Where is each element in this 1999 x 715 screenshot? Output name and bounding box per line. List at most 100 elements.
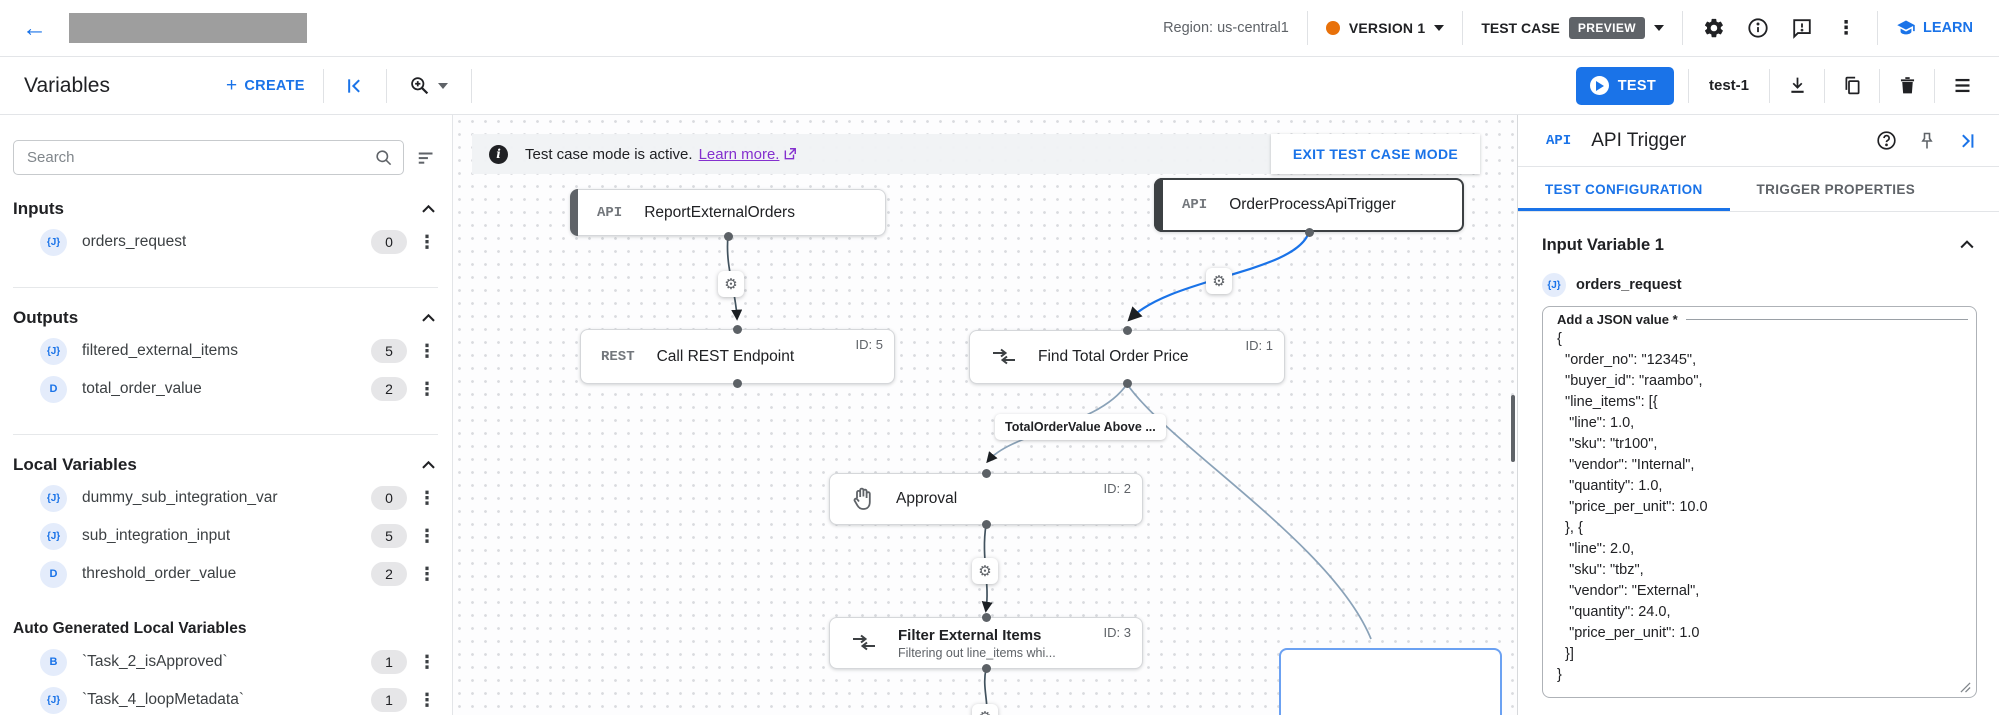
section-auto-generated: Auto Generated Local Variables B `Task_2… — [0, 615, 452, 715]
node-order-process-api-trigger[interactable]: API OrderProcessApiTrigger — [1154, 178, 1464, 232]
variable-row-dummy-sub-integration-var[interactable]: {J} dummy_sub_integration_var 0 ⋮ — [13, 479, 438, 517]
search-field[interactable] — [13, 140, 404, 175]
pin-icon[interactable] — [1917, 131, 1937, 151]
variable-name: `Task_4_loopMetadata` — [82, 691, 244, 708]
json-type-icon: {J} — [40, 228, 67, 256]
divider — [1687, 68, 1689, 103]
settings-gear-icon[interactable] — [1701, 15, 1727, 41]
kebab-menu-icon[interactable]: ⋮ — [418, 378, 436, 400]
learn-more-link[interactable]: Learn more. — [698, 145, 780, 163]
json-value-field[interactable]: Add a JSON value * { "order_no": "12345"… — [1542, 306, 1977, 698]
variable-row-sub-integration-input[interactable]: {J} sub_integration_input 5 ⋮ — [13, 517, 438, 555]
external-link-icon — [785, 148, 797, 160]
back-arrow-icon[interactable]: ← — [22, 13, 47, 42]
variable-row-total-order-value[interactable]: D total_order_value 2 ⋮ — [13, 370, 438, 408]
variable-row-threshold-order-value[interactable]: D threshold_order_value 2 ⋮ — [13, 555, 438, 593]
divider — [1934, 68, 1935, 103]
node-filter-external-items[interactable]: Filter External Items Filtering out line… — [829, 617, 1143, 669]
usage-count-badge: 0 — [371, 230, 407, 254]
data-mapping-icon — [852, 634, 876, 652]
test-button[interactable]: TEST — [1575, 66, 1674, 105]
delete-trash-icon[interactable] — [1894, 73, 1920, 99]
node-report-external-orders[interactable]: API ReportExternalOrders — [570, 189, 886, 236]
connector-dot[interactable] — [982, 520, 991, 529]
chevron-up-icon[interactable] — [419, 309, 438, 328]
connector-dot[interactable] — [982, 613, 991, 622]
connector-dot[interactable] — [1123, 326, 1132, 335]
collapse-panel-icon[interactable] — [342, 73, 368, 99]
node-placeholder-selected[interactable] — [1279, 648, 1502, 715]
connector-dot[interactable] — [982, 469, 991, 478]
test-case-dropdown[interactable]: TEST CASE PREVIEW — [1481, 17, 1665, 39]
edge-gear-icon[interactable]: ⚙ — [1206, 268, 1232, 294]
list-menu-icon[interactable] — [1949, 73, 1975, 99]
node-call-rest-endpoint[interactable]: REST Call REST Endpoint ID: 5 — [580, 329, 895, 384]
node-accent-bar — [1154, 178, 1163, 232]
json-value-text[interactable]: { "order_no": "12345", "buyer_id": "raam… — [1557, 331, 1708, 683]
test-case-name[interactable]: test-1 — [1708, 77, 1749, 94]
edge-gear-icon[interactable]: ⚙ — [972, 704, 998, 715]
kebab-menu-icon[interactable]: ⋮ — [418, 525, 436, 547]
usage-count-badge: 5 — [371, 524, 407, 548]
divider — [1769, 68, 1770, 103]
tab-trigger-properties[interactable]: TRIGGER PROPERTIES — [1756, 181, 1916, 197]
divider — [1462, 11, 1464, 45]
json-type-icon: {J} — [40, 686, 67, 714]
chevron-down-icon — [1434, 25, 1445, 31]
node-approval[interactable]: Approval ID: 2 — [829, 473, 1143, 525]
version-dropdown[interactable]: VERSION 1 — [1325, 20, 1445, 36]
variable-row-task2-isapproved[interactable]: B `Task_2_isApproved` 1 ⋮ — [13, 643, 438, 681]
create-variable-button[interactable]: + CREATE — [226, 75, 305, 97]
section-outputs: Outputs {J} filtered_external_items 5 ⋮ … — [0, 304, 452, 435]
exit-test-case-mode-button[interactable]: EXIT TEST CASE MODE — [1270, 134, 1480, 174]
variable-row-orders-request[interactable]: {J} orders_request 0 ⋮ — [13, 223, 438, 261]
chevron-up-icon[interactable] — [419, 456, 438, 475]
kebab-menu-icon[interactable]: ⋮ — [418, 231, 436, 253]
connector-dot[interactable] — [724, 232, 733, 241]
kebab-menu-icon[interactable]: ⋮ — [418, 487, 436, 509]
variable-row-filtered-external-items[interactable]: {J} filtered_external_items 5 ⋮ — [13, 332, 438, 370]
divider — [470, 68, 472, 103]
usage-count-badge: 1 — [371, 688, 407, 712]
chevron-up-icon[interactable] — [1957, 235, 1977, 255]
collapse-panel-right-icon[interactable] — [1957, 131, 1977, 151]
kebab-menu-icon[interactable]: ⋮ — [418, 689, 436, 711]
sort-icon[interactable] — [416, 147, 438, 169]
download-icon[interactable] — [1784, 73, 1810, 99]
search-input[interactable] — [27, 149, 374, 166]
divider — [1824, 68, 1825, 103]
api-trigger-config-panel: API API Trigger TEST CONFIGURATION TRIGG… — [1517, 115, 1999, 715]
learn-button[interactable]: LEARN — [1896, 18, 1973, 38]
connector-dot[interactable] — [982, 664, 991, 673]
copy-icon[interactable] — [1839, 73, 1865, 99]
node-find-total-order-price[interactable]: Find Total Order Price ID: 1 — [969, 330, 1285, 384]
help-icon[interactable] — [1876, 130, 1897, 151]
more-vert-icon[interactable]: ⋮ — [1836, 17, 1856, 39]
connector-dot[interactable] — [733, 325, 742, 334]
connector-dot[interactable] — [1123, 379, 1132, 388]
kebab-menu-icon[interactable]: ⋮ — [418, 651, 436, 673]
divider — [1682, 11, 1684, 45]
variable-row-task4-loopmetadata[interactable]: {J} `Task_4_loopMetadata` 1 ⋮ — [13, 681, 438, 715]
edge-condition-label[interactable]: TotalOrderValue Above ... — [995, 414, 1166, 440]
chevron-down-icon — [438, 82, 449, 89]
edge-gear-icon[interactable]: ⚙ — [718, 271, 744, 297]
usage-count-badge: 5 — [371, 339, 407, 363]
chevron-up-icon[interactable] — [419, 200, 438, 219]
canvas-scrollbar-thumb[interactable] — [1511, 395, 1515, 462]
kebab-menu-icon[interactable]: ⋮ — [418, 340, 436, 362]
edge-gear-icon[interactable]: ⚙ — [972, 558, 998, 584]
resize-handle-icon[interactable] — [1960, 682, 1971, 693]
test-label: TEST — [1617, 77, 1656, 94]
data-mapping-icon — [992, 348, 1016, 366]
tab-test-configuration[interactable]: TEST CONFIGURATION — [1518, 167, 1730, 211]
divider — [385, 68, 387, 103]
connector-dot[interactable] — [1305, 228, 1314, 237]
feedback-icon[interactable] — [1789, 15, 1815, 41]
section-title: Auto Generated Local Variables — [13, 620, 247, 637]
kebab-menu-icon[interactable]: ⋮ — [418, 563, 436, 585]
zoom-dropdown[interactable] — [405, 73, 453, 99]
connector-dot[interactable] — [733, 379, 742, 388]
info-icon[interactable] — [1745, 15, 1771, 41]
flow-canvas[interactable]: i Test case mode is active. Learn more. … — [453, 115, 1517, 715]
